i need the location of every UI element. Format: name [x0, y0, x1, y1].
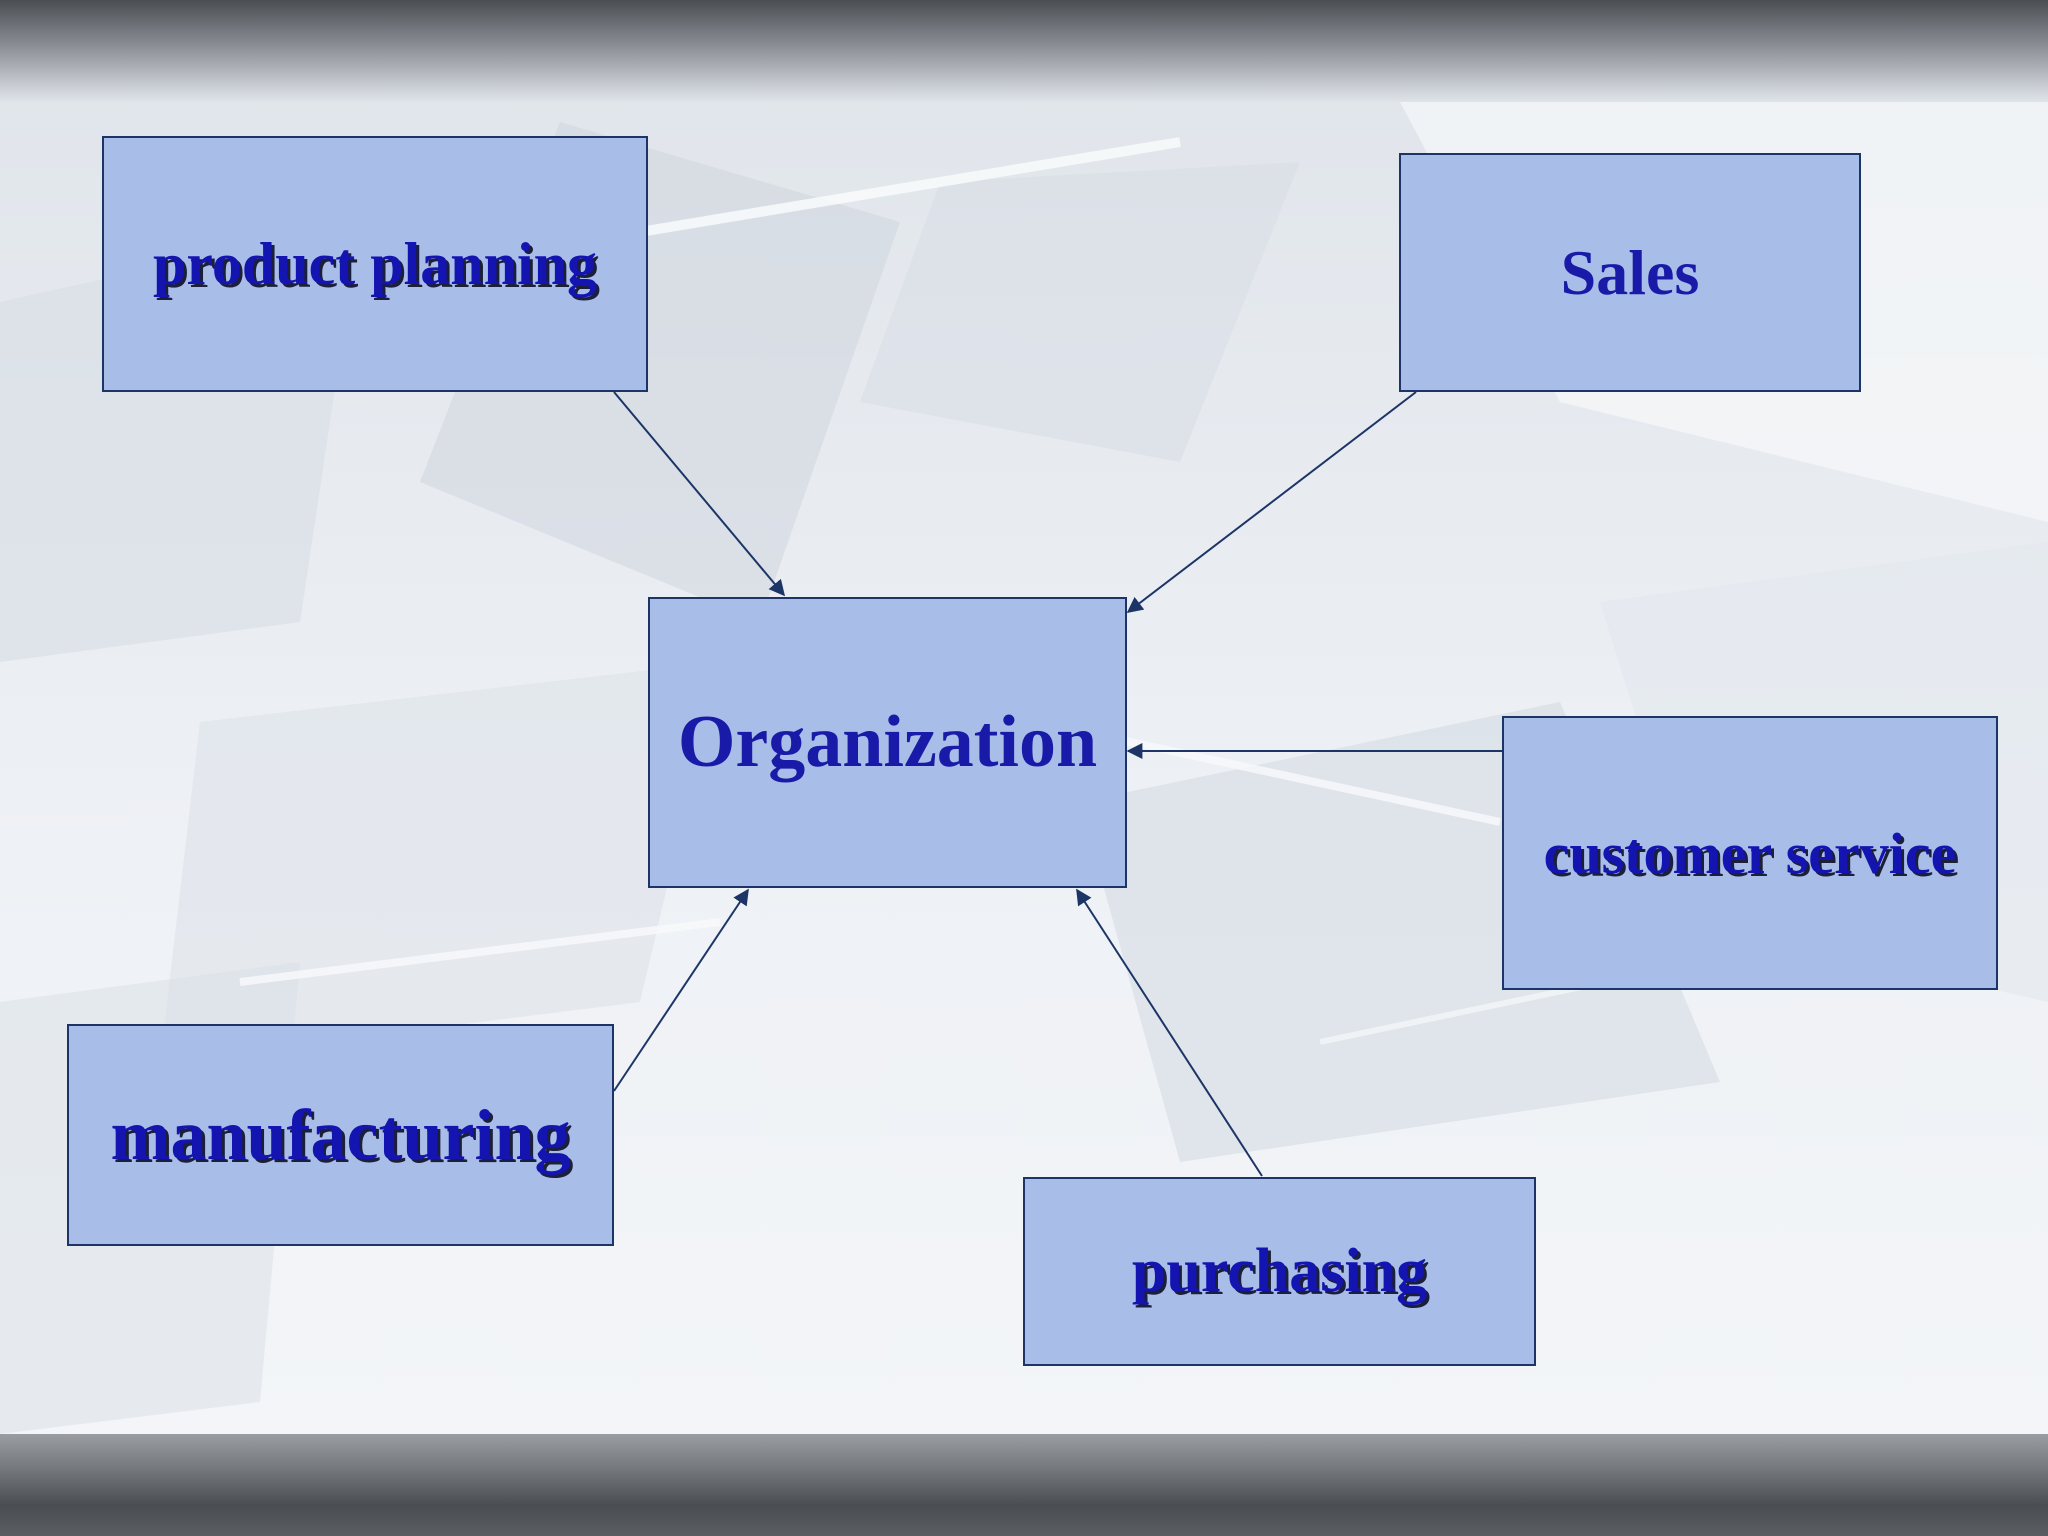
edge-sales-to-organization: [1126, 391, 1417, 613]
node-sales[interactable]: Sales: [1399, 153, 1861, 392]
node-sales-label: Sales: [1560, 236, 1700, 308]
node-purchasing-label: purchasing: [1131, 1237, 1428, 1305]
edge-purchasing-to-organization: [1076, 888, 1263, 1177]
edge-product-planning-to-organization: [613, 391, 786, 597]
edge-manufacturing-to-organization: [613, 888, 749, 1092]
node-customer-service-label: customer service: [1543, 820, 1957, 886]
node-customer-service[interactable]: customer service: [1502, 716, 1998, 990]
node-product-planning[interactable]: product planning: [102, 136, 648, 392]
node-manufacturing-label: manufacturing: [110, 1094, 571, 1175]
top-banner: [0, 0, 2048, 102]
node-organization-label: Organization: [677, 701, 1098, 783]
node-purchasing[interactable]: purchasing: [1023, 1177, 1536, 1366]
node-organization[interactable]: Organization: [648, 597, 1127, 888]
node-manufacturing[interactable]: manufacturing: [67, 1024, 614, 1246]
bottom-banner: [0, 1434, 2048, 1536]
node-product-planning-label: product planning: [152, 230, 598, 297]
